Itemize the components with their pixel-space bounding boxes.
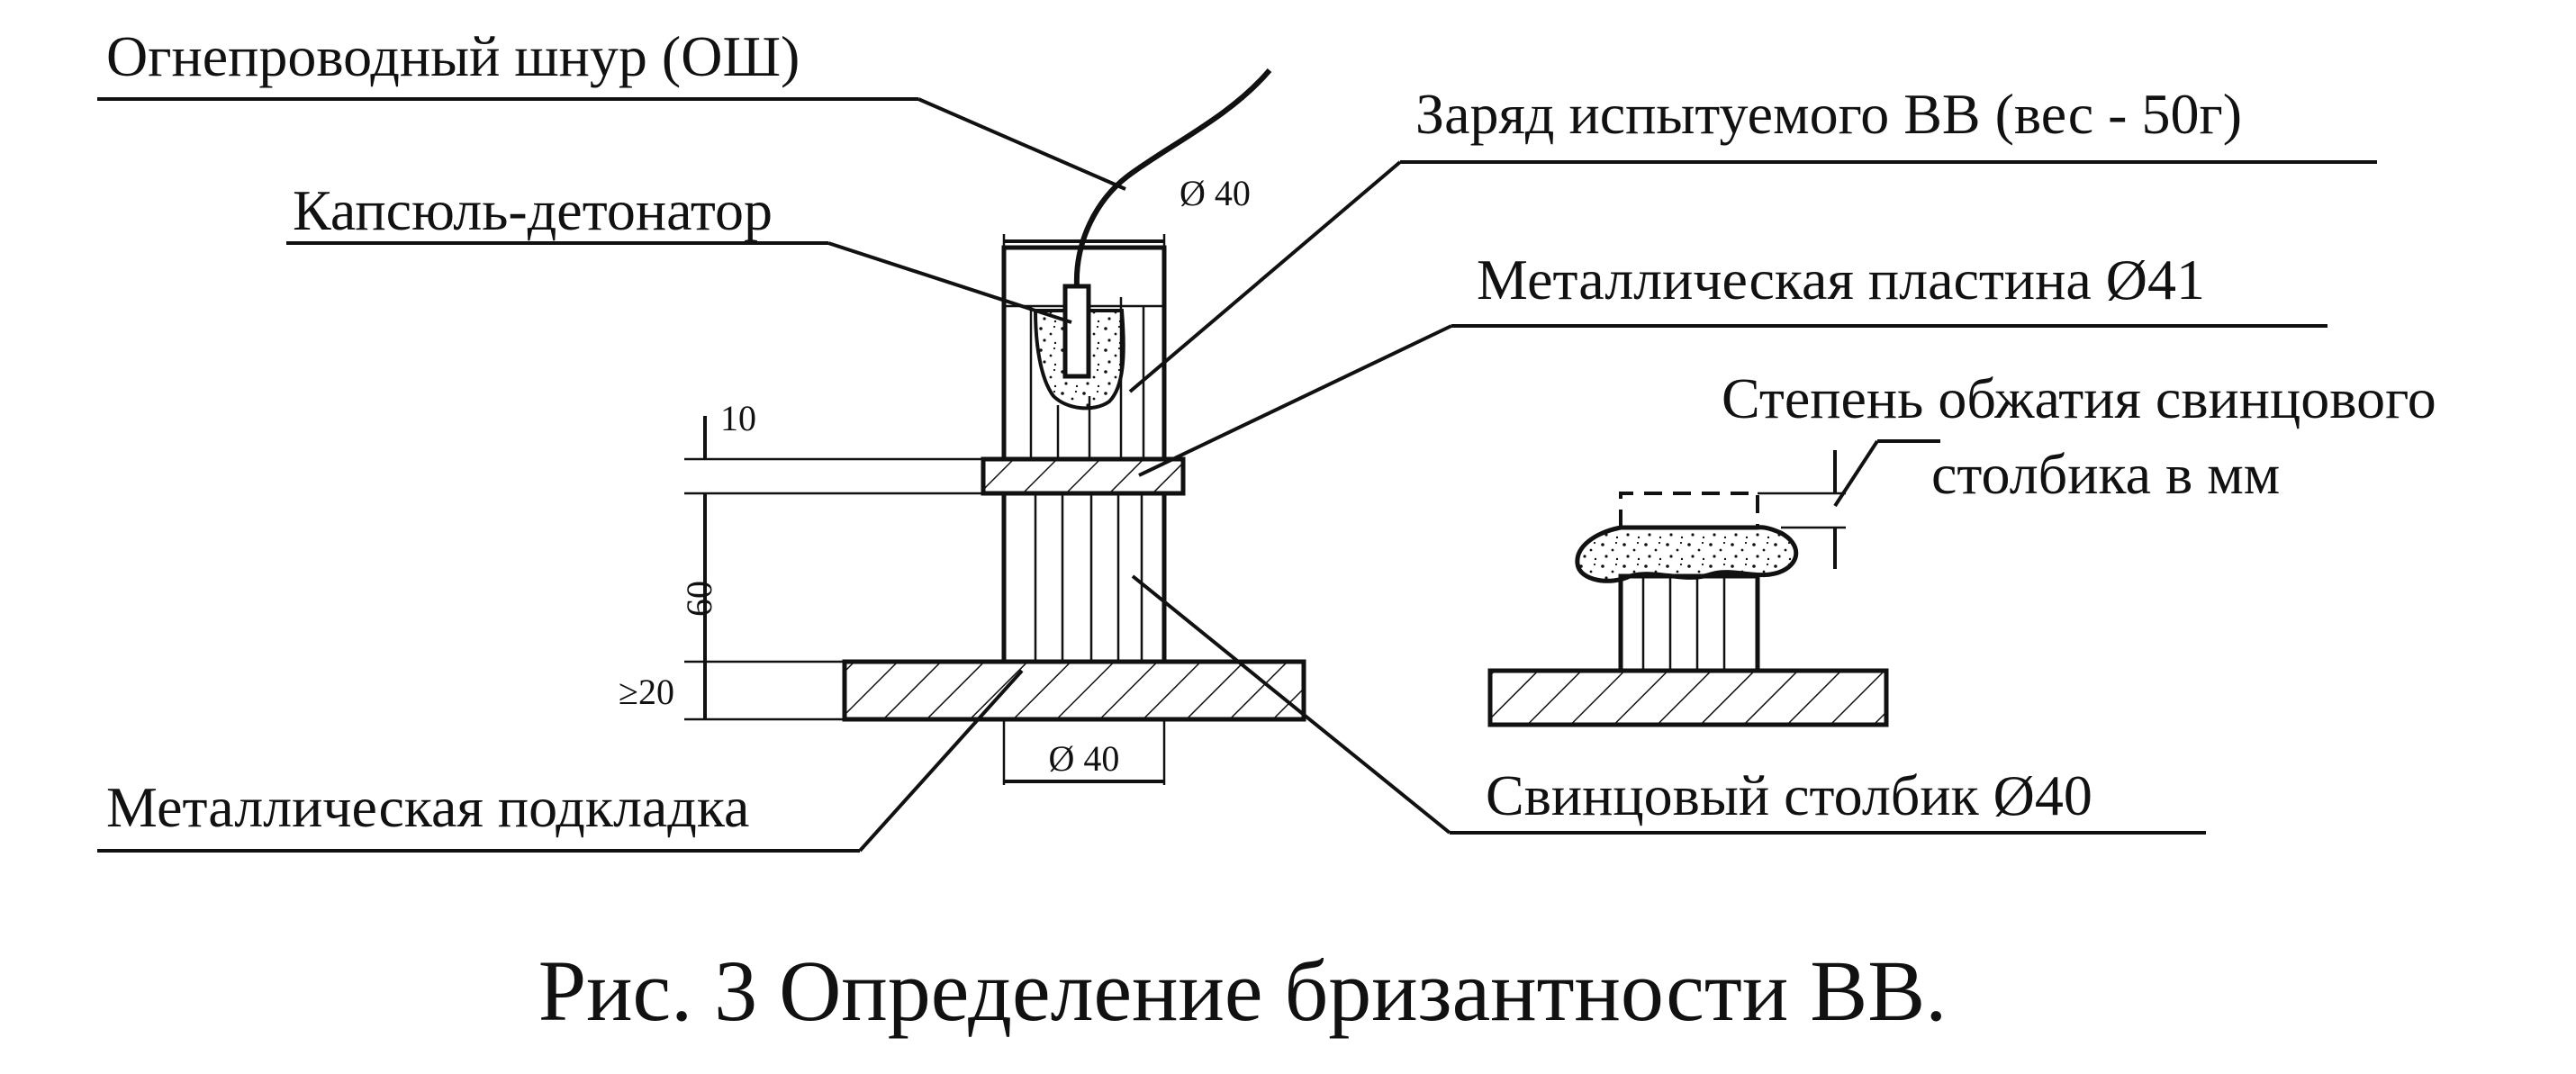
label-compression-line2: столбика в мм [1931,442,2280,506]
dimension-column-height: 60 [679,581,719,617]
detonator-cap [1062,284,1091,379]
dimension-charge-diameter: Ø 40 [1002,173,1251,250]
label-detonator: Капсюль-детонатор [293,178,773,242]
metal-plate [981,456,1186,496]
figure-caption: Рис. 3 Определение бризантности ВВ. [538,943,1948,1039]
label-lead-column: Свинцовый столбик Ø40 [1486,763,2092,827]
assembly-after-test [1487,450,1889,727]
vertical-dimensions: 10 60 ≥20 [619,398,983,721]
label-metal-base: Металлическая подкладка [106,775,749,839]
mushroomed-top [1575,525,1799,583]
dimension-column-diameter: Ø 40 [1002,719,1166,785]
label-fuse-cord: Огнепроводный шнур (ОШ) [106,24,800,88]
dimension-charge-diameter-label: Ø 40 [1180,173,1251,213]
metal-base-plate [842,659,1306,722]
label-compression-line1: Степень обжатия свинцового [1722,366,2436,430]
dimension-column-diameter-label: Ø 40 [1049,738,1120,779]
explosive-charge [1001,245,1167,462]
label-charge: Заряд испытуемого ВВ (вес - 50г) [1415,82,2242,146]
compressed-lead-column [1575,525,1799,673]
leader-lines [97,97,2377,853]
assembly-before-test: Ø 40 Ø 40 10 60 ≥20 [619,68,1306,785]
compression-measure [1758,450,1846,569]
base-plate-after [1487,668,1889,727]
dimension-plate-thickness: 10 [720,398,756,438]
label-metal-plate: Металлическая пластина Ø41 [1477,248,2205,311]
lead-column [1001,491,1167,664]
original-height-outline [1619,492,1759,528]
dimension-base-thickness: ≥20 [619,672,674,712]
